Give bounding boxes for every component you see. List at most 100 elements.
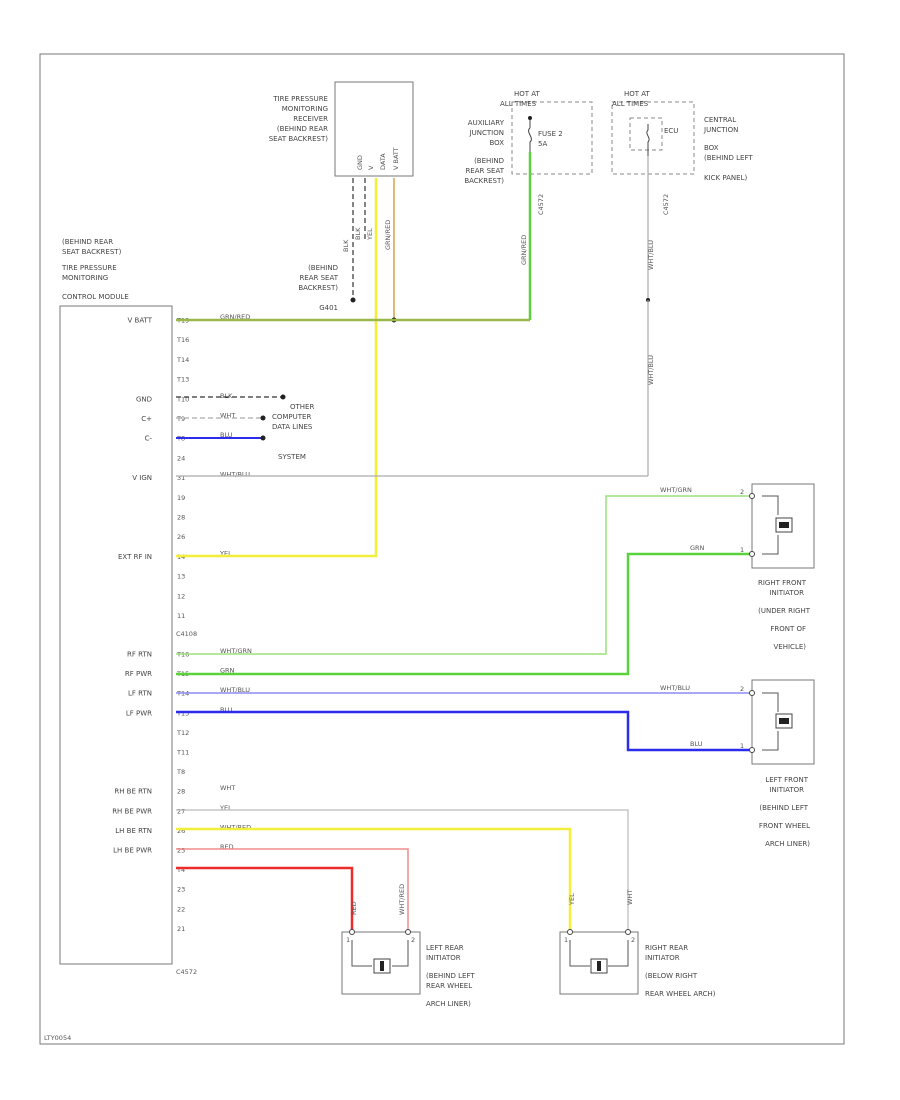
module-pin-signal: V BATT <box>128 317 153 325</box>
cjb-label-3: BOX <box>704 144 719 152</box>
module-pin-number: 12 <box>177 592 185 600</box>
cjb-note-2: ALL TIMES <box>612 100 649 108</box>
lf-label-2: INITIATOR <box>769 786 804 794</box>
lf-label-5: ARCH LINER) <box>765 840 810 848</box>
rr-initiator-box <box>559 931 639 995</box>
central-junction-box: HOT AT ALL TIMES ECU CENTRAL JUNCTION BO… <box>611 90 753 215</box>
rr-label-2: INITIATOR <box>645 954 680 962</box>
module-pin-number: 13 <box>177 573 185 581</box>
lr-conn-1 <box>349 929 355 935</box>
module-pin-number: 28 <box>177 788 185 796</box>
ground-label-2: REAR SEAT <box>299 274 338 282</box>
rf-pin-1: 1 <box>740 546 744 554</box>
fuse-2-rating: 5A <box>538 140 547 148</box>
module-pin-number: 27 <box>177 807 185 815</box>
lr-lead-2 <box>392 940 409 967</box>
receiver-label-2: MONITORING <box>282 105 328 113</box>
cplus-wire-end <box>260 415 266 421</box>
aux-connector: C4572 <box>537 194 545 215</box>
lr-initiator-box <box>341 931 421 995</box>
module-wire-label: GRN <box>220 667 235 675</box>
cjb-fuse-box <box>629 117 663 151</box>
aux-label-4: (BEHIND <box>474 157 504 165</box>
module-pin-signal: RH BE RTN <box>114 788 152 796</box>
rh-be-pwr-wire <box>176 827 572 930</box>
receiver-pin-data: DATA <box>379 153 387 170</box>
rr-label-1: RIGHT REAR <box>645 944 688 952</box>
module-pin-signal: LF RTN <box>128 690 152 698</box>
rf-wire-wht-grn: WHT/GRN <box>660 486 692 494</box>
rf-wire-grn: GRN <box>690 544 705 552</box>
module-label-1: (BEHIND REAR <box>62 238 113 246</box>
left-front-initiator: 2 1 WHT/BLU BLU LEFT FRONT INITIATOR (BE… <box>660 679 815 848</box>
lf-initiator-lead-2 <box>762 731 779 751</box>
data-lines-label-1: OTHER <box>290 403 314 411</box>
rf-label-5: VEHICLE) <box>774 643 807 651</box>
rf-conn-1 <box>749 551 755 557</box>
cminus-wire-end <box>260 435 266 441</box>
connector-c4108: C4108 <box>176 630 197 638</box>
rr-lead-2 <box>608 940 629 967</box>
cjb-label-1: CENTRAL <box>704 116 736 124</box>
lr-pin-2: 2 <box>411 936 415 944</box>
aux-label-5: REAR SEAT <box>465 167 504 175</box>
module-wire-label: WHT <box>220 412 235 420</box>
module-pin-number: 11 <box>177 612 185 620</box>
module-pin-number: 22 <box>177 905 185 913</box>
lf-wire-wht-blu: WHT/BLU <box>660 684 690 692</box>
receiver-label-5: SEAT BACKREST) <box>269 135 329 143</box>
rf-label-1: RIGHT FRONT <box>758 579 807 587</box>
module-pin-signal: RH BE PWR <box>112 807 152 815</box>
aux-note-1: HOT AT <box>514 90 541 98</box>
lf-initiator-box <box>751 679 815 765</box>
cjb-connector: C4572 <box>662 194 670 215</box>
ecu-fuse-symbol <box>646 124 650 156</box>
module-pin-number: T16 <box>176 336 189 344</box>
module-pin-number: T10 <box>176 395 189 403</box>
receiver-label-1: TIRE PRESSURE <box>272 95 328 103</box>
module-wire-label: BLU <box>220 431 233 439</box>
ground-point <box>350 297 356 303</box>
module-pin-signal: LH BE PWR <box>113 847 152 855</box>
connector-c4572: C4572 <box>176 968 197 976</box>
fuse-2-label: FUSE 2 <box>538 130 563 138</box>
data-lines-label-4: SYSTEM <box>278 453 306 461</box>
module-pin-signal: LH BE RTN <box>115 827 152 835</box>
lf-initiator-lead-1 <box>762 692 779 712</box>
lf-conn-2 <box>749 690 755 696</box>
receiver-pin-v: V <box>367 165 375 170</box>
module-label-3: TIRE PRESSURE <box>61 264 117 272</box>
diagram-frame <box>39 53 845 1045</box>
rr-squib-core <box>597 961 601 971</box>
rr-wire-yel: YEL <box>568 893 576 906</box>
module-pin-number: 26 <box>177 827 185 835</box>
ground-label-1: (BEHIND <box>308 264 338 272</box>
module-wire-label: BLU <box>220 706 233 714</box>
rr-wire-wht: WHT <box>626 890 634 905</box>
module-pin-signal: LF PWR <box>126 709 152 717</box>
module-wire-label: WHT/GRN <box>220 647 252 655</box>
lf-pin-2: 2 <box>740 685 744 693</box>
module-wire-label: WHT/RED <box>220 823 251 831</box>
rf-pin-2: 2 <box>740 488 744 496</box>
module-pins-group-a: T19V BATTGRN/REDT16T14T13T10GNDBLKT9C+WH… <box>118 313 250 620</box>
lr-label-4: REAR WHEEL <box>426 982 472 990</box>
data-lines-label-3: DATA LINES <box>272 423 313 431</box>
lr-label-1: LEFT REAR <box>426 944 464 952</box>
receiver-wire-blk-1: BLK <box>342 239 350 252</box>
module-pin-number: 25 <box>177 847 185 855</box>
receiver-wire-yel: YEL <box>366 228 374 241</box>
aux-note-2: ALL TIMES <box>500 100 537 108</box>
ext-rf-wire <box>176 552 378 558</box>
aux-label-1: AUXILIARY <box>468 119 505 127</box>
auxiliary-junction-box: HOT AT ALL TIMES AUXILIARY JUNCTION BOX … <box>464 90 593 215</box>
module-label-4: MONITORING <box>62 274 108 282</box>
module-pin-number: T13 <box>176 376 189 384</box>
rr-label-3: (BELOW RIGHT <box>645 972 698 980</box>
lf-label-4: FRONT WHEEL <box>759 822 810 830</box>
module-pin-number: T8 <box>176 768 185 776</box>
data-lines-label-2: COMPUTER <box>272 413 311 421</box>
receiver-label-4: (BEHIND REAR <box>277 125 328 133</box>
